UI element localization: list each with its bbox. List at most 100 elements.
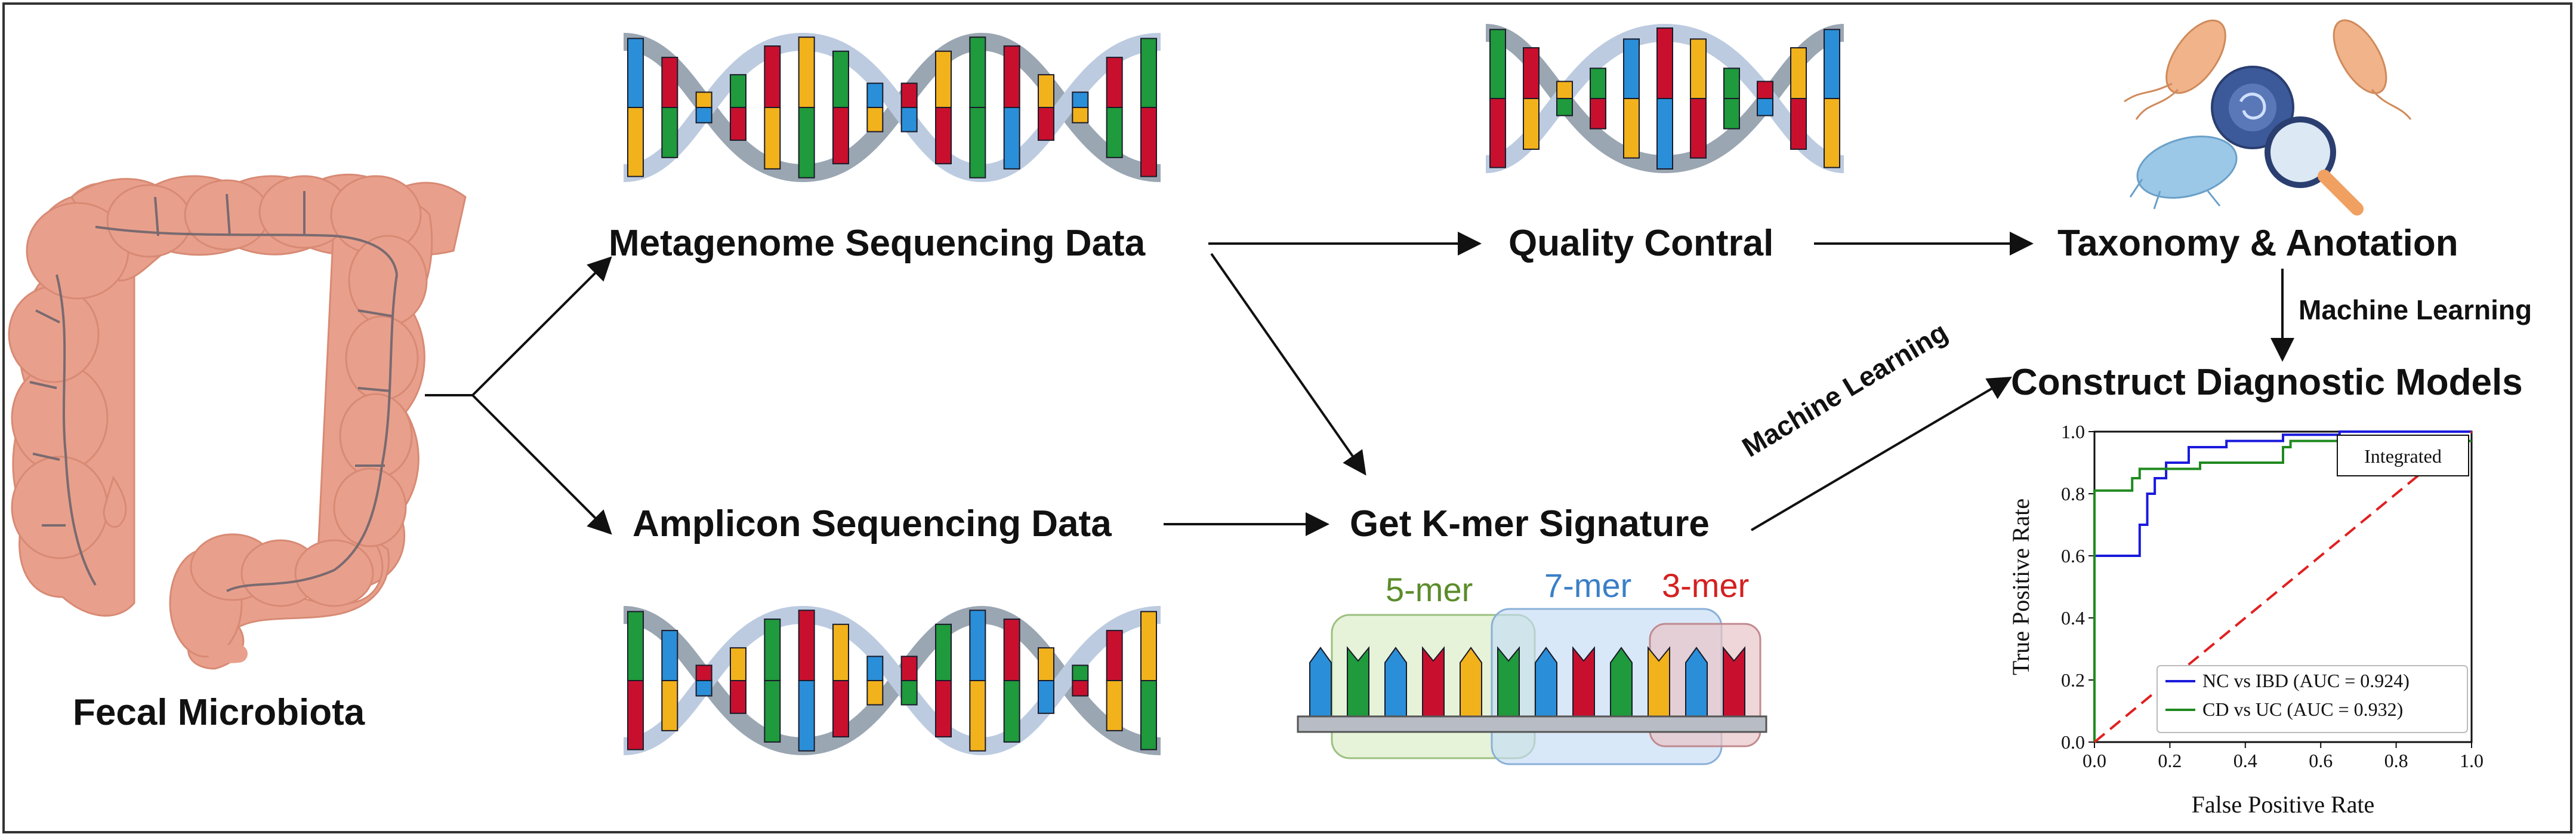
label-kmer-signature: Get K-mer Signature <box>1350 503 1710 544</box>
roc-title-box <box>2337 435 2469 476</box>
dna-base-bar <box>1690 38 1707 99</box>
dna-helix-bottom-left <box>623 605 1161 756</box>
microbes-illustration <box>2124 19 2412 216</box>
y-tick-label: 0.0 <box>2061 731 2085 753</box>
dna-base-bar <box>695 107 712 124</box>
branch-arrows <box>425 256 612 535</box>
dna-base-bar <box>1106 630 1123 681</box>
roc-title: Integrated <box>2364 445 2442 467</box>
dna-base-bar <box>969 36 986 109</box>
dna-base-bar <box>1003 45 1020 108</box>
dna-base-bar <box>900 656 918 681</box>
dna-base-bar <box>1757 98 1773 116</box>
dna-base-bar <box>1656 98 1673 170</box>
dna-base-bar <box>1072 680 1089 697</box>
dna-base-bar <box>1824 98 1840 168</box>
dna-base-bar <box>627 680 644 750</box>
dna-base-bar <box>900 82 918 108</box>
dna-base-bar <box>627 611 644 681</box>
dna-base-bar <box>1003 618 1020 681</box>
y-tick-label: 0.6 <box>2061 545 2085 567</box>
dna-base-bar <box>1489 29 1506 99</box>
label-metagenome-data: Metagenome Sequencing Data <box>609 223 1146 264</box>
dna-base-bar <box>1623 98 1640 159</box>
dna-base-bar <box>1489 98 1506 168</box>
dna-base-bar <box>1556 98 1573 116</box>
flow-arrows <box>1164 232 2294 536</box>
dna-base-bar <box>730 107 746 141</box>
kmer-base-bar <box>1384 647 1407 717</box>
dna-base-bar <box>866 680 884 706</box>
dna-base-bar <box>900 680 918 706</box>
y-tick-label: 0.2 <box>2061 669 2085 691</box>
x-tick-label: 0.4 <box>2233 750 2257 771</box>
kmer-base-bar <box>1309 647 1332 717</box>
kmer-base-bar <box>1460 647 1482 717</box>
kmer-label-3: 3-mer <box>1662 567 1750 604</box>
dna-base-bar <box>969 610 986 682</box>
dna-base-bar <box>627 107 644 177</box>
dna-base-bar <box>1790 98 1807 150</box>
label-construct-models: Construct Diagnostic Models <box>2011 362 2523 403</box>
dna-base-bar <box>1590 98 1606 130</box>
dna-base-bar <box>969 107 986 179</box>
dna-base-bar <box>764 618 781 681</box>
roc-series-line <box>2093 430 2472 742</box>
dna-base-bar <box>1723 67 1740 99</box>
kmer-label-5: 5-mer <box>1386 571 1473 608</box>
dna-base-bar <box>935 680 952 738</box>
dna-base-bar <box>798 680 815 752</box>
dna-base-bar <box>1072 664 1089 682</box>
intestine-illustration <box>8 173 467 670</box>
dna-base-bar <box>900 107 918 133</box>
dna-base-bar <box>1072 91 1089 109</box>
label-quality-control: Quality Contral <box>1508 223 1774 264</box>
dna-base-bar <box>764 680 781 743</box>
kmer-base-bar <box>1685 647 1708 717</box>
dna-base-bar <box>1106 107 1123 158</box>
dna-base-bar <box>730 647 746 681</box>
dna-base-bar <box>1072 107 1089 124</box>
label-amplicon-data: Amplicon Sequencing Data <box>633 503 1112 544</box>
dna-base-bar <box>1038 74 1054 108</box>
dna-base-bar <box>695 91 712 109</box>
dna-base-bar <box>695 680 712 697</box>
kmer-base-bar <box>1497 646 1520 717</box>
dna-base-bar <box>798 610 815 682</box>
dna-base-bar <box>832 107 849 165</box>
dna-base-bar <box>1038 107 1054 141</box>
x-tick-label: 1.0 <box>2460 750 2484 771</box>
dna-base-bar <box>1140 680 1157 750</box>
kmer-base-bar <box>1422 646 1445 717</box>
dna-base-bar <box>1106 680 1123 731</box>
dna-base-bar <box>832 623 849 682</box>
dna-base-bar <box>832 50 849 109</box>
kmer-base-bar <box>1723 646 1745 717</box>
dna-base-bar <box>661 107 678 158</box>
dna-base-bar <box>1556 81 1573 99</box>
roc-series-line <box>2093 439 2472 742</box>
dna-base-bar <box>1140 107 1157 177</box>
kmer-base-bar <box>1572 646 1595 717</box>
dna-base-bar <box>1003 107 1020 170</box>
dna-base-bar <box>832 680 849 738</box>
dna-base-bar <box>1523 98 1540 150</box>
dna-base-bar <box>1723 98 1740 130</box>
dna-base-bar <box>1038 647 1054 681</box>
dna-base-bar <box>661 57 678 108</box>
x-axis-label: False Positive Rate <box>2192 791 2375 818</box>
dna-base-bar <box>730 680 746 714</box>
arrow-metagenome-to-kmer <box>1210 253 1366 476</box>
y-tick-label: 0.4 <box>2061 607 2085 629</box>
dna-helix-top-middle <box>1485 23 1845 174</box>
dna-base-bar <box>1523 47 1540 99</box>
dna-base-bar <box>1106 57 1123 108</box>
x-tick-label: 0.2 <box>2158 750 2182 771</box>
dna-base-bar <box>1590 67 1606 99</box>
kmer-base-bar <box>1648 646 1670 717</box>
dna-base-bar <box>935 107 952 165</box>
dna-base-bar <box>1690 98 1707 159</box>
dna-base-bar <box>798 107 815 179</box>
